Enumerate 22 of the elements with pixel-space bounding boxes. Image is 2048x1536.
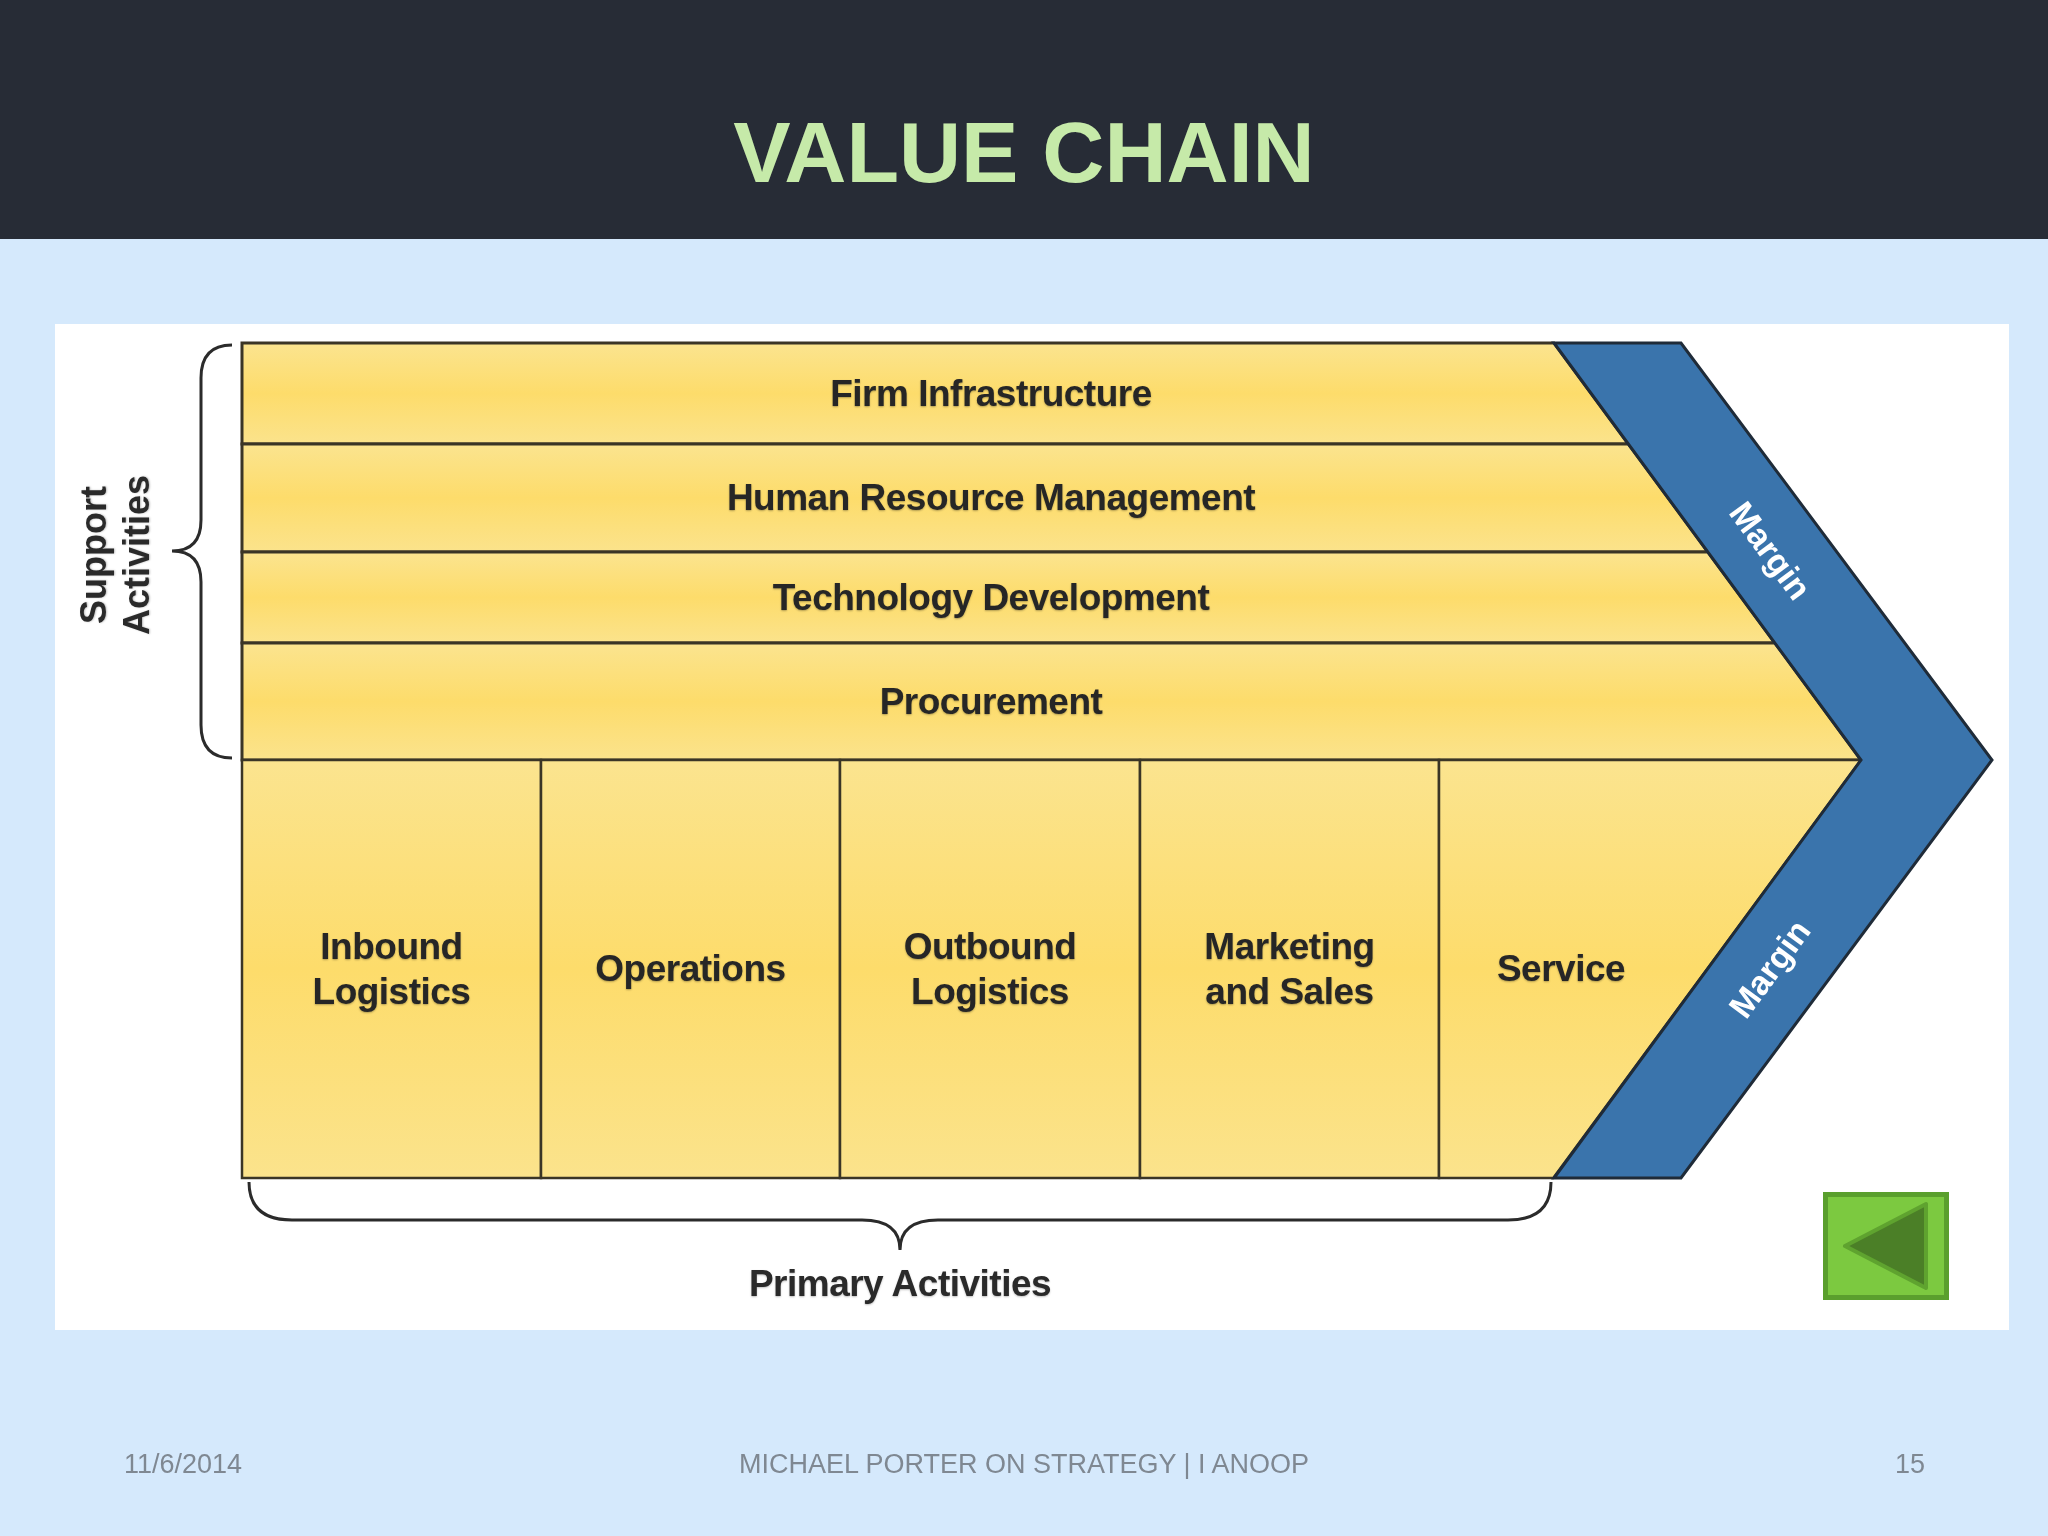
support-activity-band: [242, 444, 1708, 552]
footer-text: 11/6/2014: [124, 1448, 243, 1481]
activity-label: Firm Infrastructure: [830, 371, 1152, 416]
activity-label: Technology Development: [772, 575, 1210, 620]
footer-text: 15: [1894, 1448, 1925, 1481]
activity-label: Outbound Logistics: [902, 924, 1078, 1014]
slide-title: VALUE CHAIN: [733, 105, 1315, 200]
primary-activity-column: [541, 760, 840, 1178]
support-activity-band: [242, 643, 1861, 760]
activity-label: Service: [1496, 947, 1626, 992]
activity-label: Operations: [595, 947, 786, 992]
activity-label: Human Resource Management: [726, 476, 1256, 521]
group-label: Primary Activities: [747, 1262, 1053, 1306]
footer-text: MICHAEL PORTER ON STRATEGY | I ANOOP: [738, 1448, 1310, 1481]
primary-activity-column: [1140, 760, 1439, 1178]
activity-label: Marketing and Sales: [1203, 924, 1376, 1014]
primary-activity-column: [1439, 760, 1861, 1178]
primary-activity-column: [840, 760, 1140, 1178]
primary-activity-column: [242, 760, 541, 1178]
activity-label: Procurement: [879, 679, 1103, 724]
activity-label: Inbound Logistics: [311, 924, 472, 1014]
group-label: Support Activities: [71, 473, 158, 638]
